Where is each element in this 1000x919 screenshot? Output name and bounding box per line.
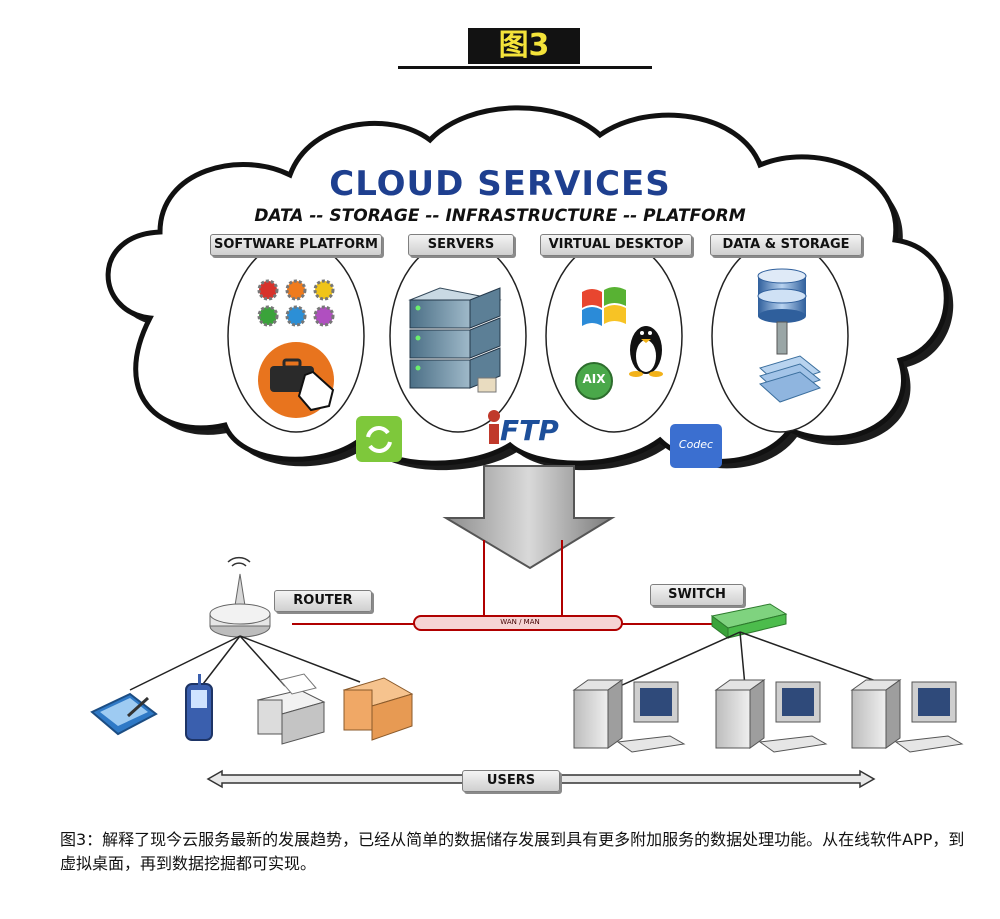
mobile-phone-icon bbox=[185, 674, 213, 741]
figure-tag: 图3 bbox=[468, 28, 580, 64]
router-label: ROUTER bbox=[274, 590, 372, 612]
software-platform-label: SOFTWARE PLATFORM bbox=[210, 234, 382, 256]
tablet-icon bbox=[90, 692, 158, 736]
figure-caption: 图3：解释了现今云服务最新的发展趋势，已经从简单的数据储存发展到具有更多附加服务… bbox=[60, 830, 965, 873]
data-storage-label: DATA & STORAGE bbox=[710, 234, 862, 256]
wan-pipe bbox=[292, 615, 718, 631]
router-icon bbox=[209, 556, 271, 638]
database-icon bbox=[757, 268, 822, 403]
figure-tag-rule bbox=[398, 66, 652, 69]
linux-penguin-icon bbox=[629, 326, 663, 377]
down-arrow-icon bbox=[442, 465, 616, 570]
desktop-pc-icon bbox=[850, 679, 964, 753]
switch-label: SWITCH bbox=[650, 584, 744, 606]
codec-label: Codec bbox=[678, 438, 714, 451]
aix-label: AIX bbox=[582, 372, 606, 386]
aix-badge-icon bbox=[575, 362, 613, 400]
cloud-subtitle: DATA -- STORAGE -- INFRASTRUCTURE -- PLA… bbox=[254, 206, 746, 226]
toolbox-click-icon bbox=[258, 342, 335, 418]
virtual-desktop-label: VIRTUAL DESKTOP bbox=[540, 234, 692, 256]
ftp-label: FTP bbox=[500, 414, 559, 447]
fax-machine-icon bbox=[342, 677, 414, 741]
windows-logo-icon bbox=[582, 287, 626, 326]
network-switch-icon bbox=[710, 603, 788, 639]
wan-man-label: WAN / MAN bbox=[500, 618, 540, 626]
desktop-pc-icon bbox=[714, 679, 828, 753]
gears-icon bbox=[257, 279, 335, 327]
users-label: USERS bbox=[462, 770, 560, 792]
servers-label: SERVERS bbox=[408, 234, 514, 256]
desktop-pc-icon bbox=[572, 679, 686, 753]
sync-app-icon bbox=[356, 416, 402, 462]
printer-icon bbox=[256, 673, 326, 745]
codec-app-icon bbox=[670, 424, 722, 468]
virtual-desktop-ellipse bbox=[545, 239, 683, 433]
cloud-title: CLOUD SERVICES bbox=[329, 164, 671, 204]
cloud-network-diagram bbox=[90, 105, 964, 789]
server-rack-icon bbox=[408, 287, 502, 393]
ftp-icon bbox=[488, 410, 500, 444]
